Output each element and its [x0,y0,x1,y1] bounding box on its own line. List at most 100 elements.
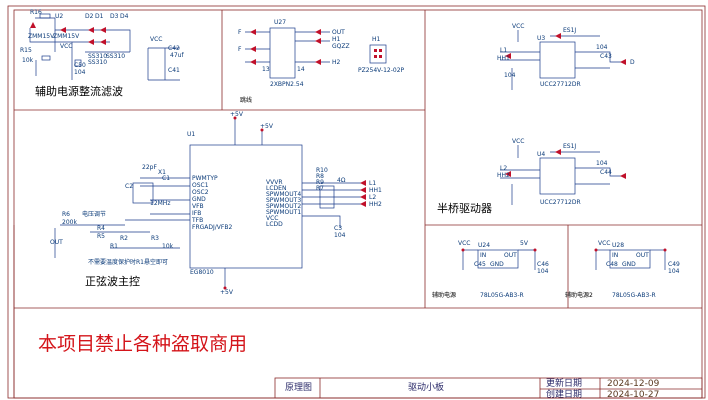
label-u2: U2 [55,13,64,20]
label-zmm15v-a: ZMM15V [28,33,55,40]
label-pin-tfb: TFB [192,217,204,224]
label-regulator-a: 78L05G-AB3-R [480,292,524,299]
label-out-hh2: HH2 [369,201,382,208]
label-out-l1: L1 [369,180,377,187]
jumper-wiring [245,27,387,79]
label-r15: R15 [20,47,32,54]
label-u24: U24 [478,242,491,249]
label-pin-gnd: GND [192,196,206,203]
label-pin-ifb: IFB [192,210,202,217]
label-r5: R5 [97,233,105,240]
label-out-hh1: HH1 [369,187,382,194]
copyright-warning: 本项目禁止各种盗取商用 [38,333,248,355]
label-h2: H2 [332,59,341,66]
label-u3: U3 [537,35,546,42]
label-pin-spwmout3: SPWMOUT3 [266,197,302,204]
label-pin-spwmout2: SPWMOUT2 [266,203,302,210]
regulator-pins [461,248,667,252]
label-in-a: IN [480,252,487,259]
jumper-pins [250,29,382,65]
label-r3: R3 [151,235,159,242]
label-out-a: OUT [504,252,517,259]
label-c50: C50 [74,62,86,69]
label-c50-value: 104 [74,69,86,76]
label-h1: H1 [372,36,381,43]
label-vcc-c: VCC [512,23,525,30]
label-pin-vvvr: VVVR [266,179,283,186]
label-r7: R7 [316,185,324,192]
label-u28: U28 [612,242,625,249]
label-d4: D4 [120,13,129,20]
label-x1: X1 [158,169,166,176]
title-block-create-date: 2024-10-27 [607,390,660,400]
label-gnd-b: GND [622,261,636,268]
label-pin-spwmout1: SPWMOUT1 [266,209,302,216]
title-block-board-name: 驱动小板 [408,383,445,393]
label-in-b: IN [612,252,619,259]
label-vcc-b: VCC [150,36,163,43]
label-4ohm: 4Ω [337,177,346,184]
label-ss310-b: SS310 [106,53,126,60]
label-es1j-b: ES1J [563,143,577,150]
label-c42-value: 47uf [170,52,184,59]
section-title-aux-power: 辅助电源整流滤波 [35,85,123,98]
label-hh2: HH2 [497,172,510,179]
label-12mhz: 12MHz [150,200,171,207]
label-r1-note: 不需要温度保护时R1悬空即可 [88,259,168,266]
label-10k: 10k [162,243,174,250]
label-vcc-f: VCC [598,240,611,247]
section-title-half-bridge: 半桥驱动器 [437,202,492,215]
label-d1: D1 [95,13,104,20]
label-voltage-adjust: 电压调节 [82,211,107,218]
label-pz254v: PZ254V-12-02P [358,67,405,74]
title-block-create-date-label: 创建日期 [546,390,583,400]
label-es1j-a: ES1J [563,27,577,34]
label-c1: C1 [162,175,171,182]
label-plus5v-b: +5V [260,123,273,130]
label-pin-spwmout4: SPWMOUT4 [266,191,302,198]
label-r4: R4 [97,225,105,232]
aux-power-wiring [29,13,180,81]
label-r1: R1 [110,243,118,250]
section-title-aux-power-2: 辅助电源2 [565,292,593,299]
label-c43-value: 104 [596,44,608,51]
label-u4: U4 [537,151,546,158]
label-pin-vfb: VFB [192,203,204,210]
aux-power-diodes [30,22,106,45]
label-pin-lcdd: LCDD [266,221,283,228]
controller-wiring [54,118,365,288]
label-pin-14: 14 [297,66,305,73]
label-c49: C49 [668,261,680,268]
label-l2: L2 [500,165,508,172]
label-c44: C44 [600,169,612,176]
label-u27: U27 [274,19,287,26]
label-ss310-c: SS310 [88,59,108,66]
label-pin-vcc: VCC [266,215,279,222]
label-vcc-d: VCC [512,138,525,145]
label-gqzz: GQZZ [332,43,350,50]
label-xbpn: 2XBPN2.54 [270,81,304,88]
label-r2: R2 [120,235,128,242]
label-c45: C45 [474,261,486,268]
label-l1: L1 [500,47,508,54]
label-ucc-a: UCC27712DR [540,81,581,88]
half-bridge-pins [505,33,626,179]
label-h1-net: H1 [332,36,341,43]
label-pin-lcden: LCDEN [266,185,287,192]
label-r10: R10 [316,167,328,174]
label-plus5v-c: +5V [220,289,233,296]
label-c44-value: 104 [596,160,608,167]
label-c43: C43 [600,53,612,60]
label-c2: C2 [125,183,134,190]
label-r16: R16 [30,9,42,16]
label-c3: C3 [334,225,343,232]
label-ss310-a: SS310 [88,53,108,60]
label-ucc-b: UCC27712DR [540,199,581,206]
title-block-schematic-label: 原理图 [285,383,313,393]
label-c49-value: 104 [668,268,680,275]
title-block-frame [274,377,703,399]
label-pin-13: 13 [262,66,270,73]
label-c46: C46 [537,261,549,268]
section-title-jumper: 跳线 [240,97,253,104]
label-gnd-a: GND [490,261,504,268]
